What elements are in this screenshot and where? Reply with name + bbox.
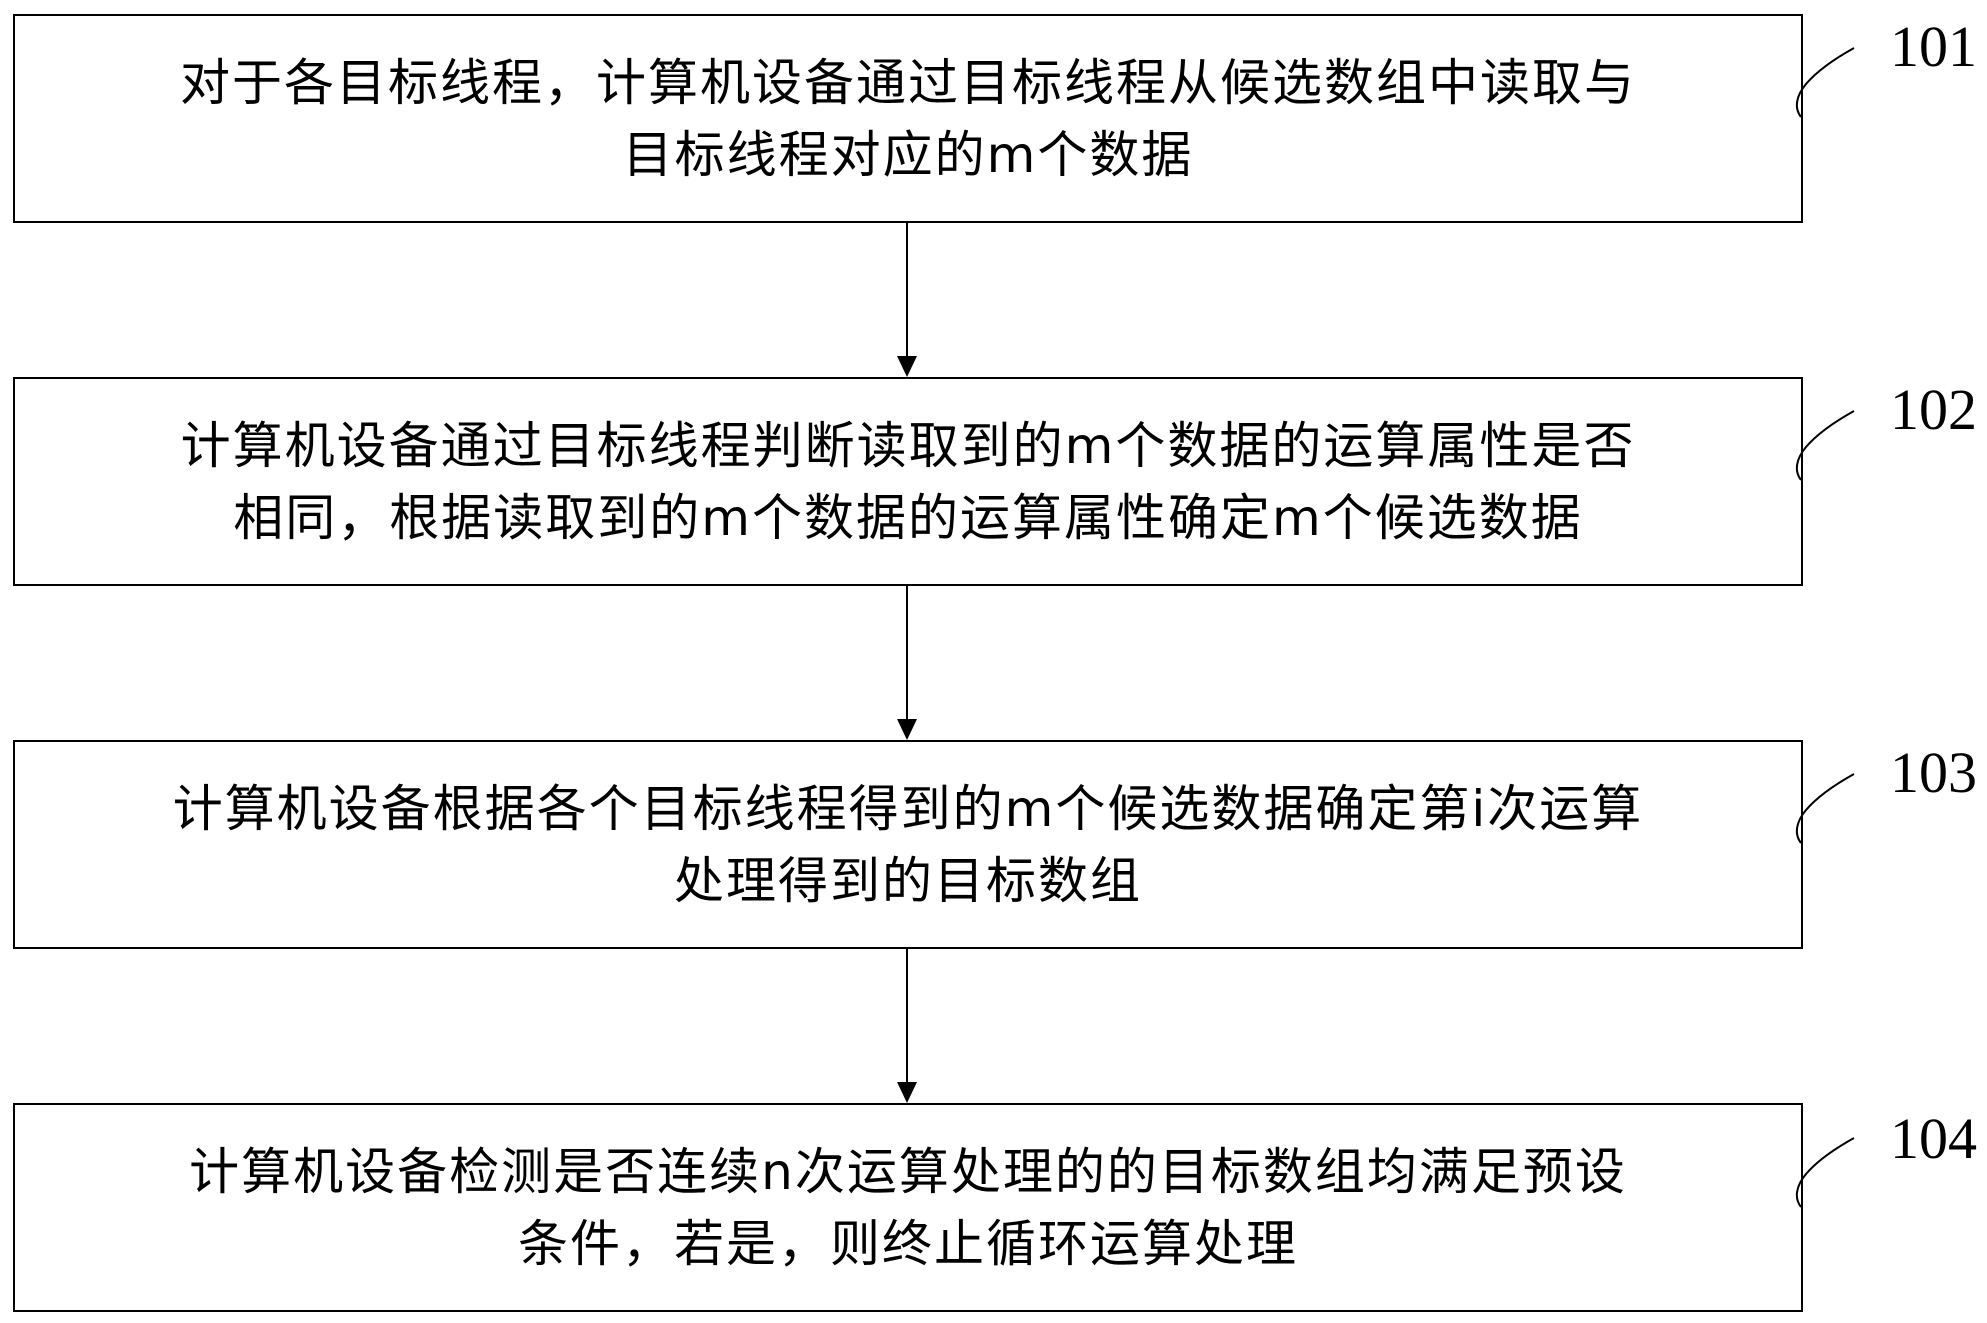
leader-curve-101 — [1795, 47, 1855, 118]
step-104-text-line-2: 条件，若是，则终止循环运算处理 — [518, 1214, 1298, 1273]
leader-curve-104 — [1795, 1137, 1855, 1208]
step-label-101: 101 — [1890, 14, 1977, 79]
step-box-102: 计算机设备通过目标线程判断读取到的m个数据的运算属性是否 相同，根据读取到的m个… — [13, 377, 1803, 586]
step-102-text-line-1: 计算机设备通过目标线程判断读取到的m个数据的运算属性是否 — [180, 416, 1636, 475]
step-101-text-line-2: 目标线程对应的m个数据 — [622, 125, 1194, 184]
step-101-text-line-1: 对于各目标线程，计算机设备通过目标线程从候选数组中读取与 — [180, 53, 1636, 112]
step-102-text-line-2: 相同，根据读取到的m个数据的运算属性确定m个候选数据 — [233, 488, 1583, 547]
arrow-down-icon — [897, 947, 917, 1103]
step-label-102: 102 — [1890, 377, 1977, 442]
step-103-text-line-1: 计算机设备根据各个目标线程得到的m个候选数据确定第i次运算 — [172, 779, 1644, 838]
step-box-103: 计算机设备根据各个目标线程得到的m个候选数据确定第i次运算 处理得到的目标数组 — [13, 740, 1803, 949]
arrow-down-icon — [897, 221, 917, 377]
step-label-104: 104 — [1890, 1106, 1977, 1171]
step-box-104: 计算机设备检测是否连续n次运算处理的的目标数组均满足预设 条件，若是，则终止循环… — [13, 1103, 1803, 1312]
leader-curve-103 — [1795, 773, 1855, 844]
step-label-103: 103 — [1890, 740, 1977, 805]
step-104-text-line-1: 计算机设备检测是否连续n次运算处理的的目标数组均满足预设 — [189, 1142, 1627, 1201]
step-box-101: 对于各目标线程，计算机设备通过目标线程从候选数组中读取与 目标线程对应的m个数据 — [13, 14, 1803, 223]
leader-curve-102 — [1795, 410, 1855, 481]
arrow-down-icon — [897, 584, 917, 740]
step-103-text-line-2: 处理得到的目标数组 — [674, 851, 1142, 910]
